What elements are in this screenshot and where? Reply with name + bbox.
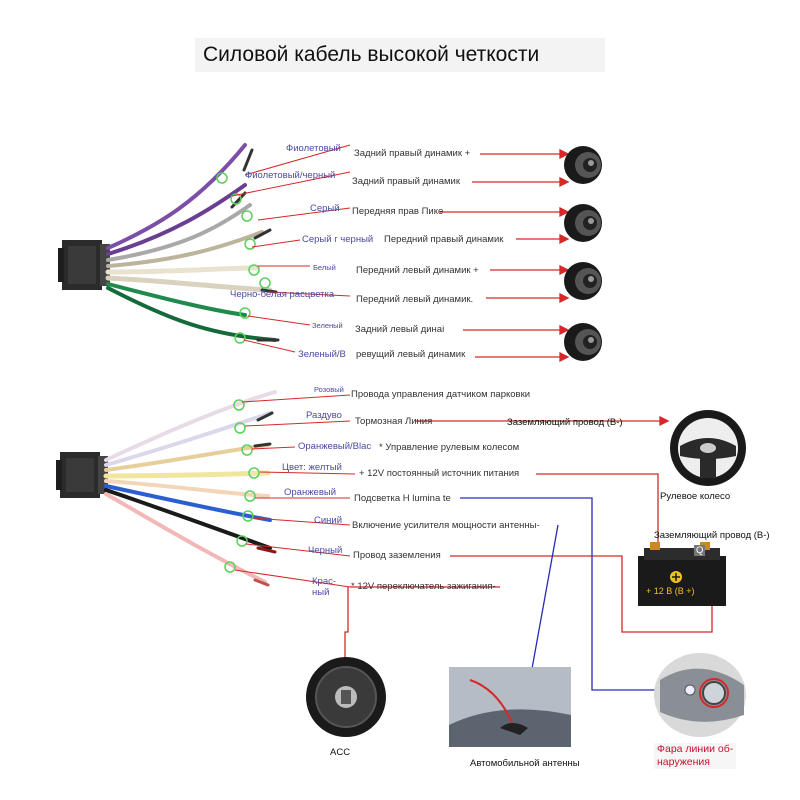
speaker-wire-rings (216, 172, 271, 344)
speaker-icon (564, 323, 602, 361)
power-wire-function-label: Подсветка H lumina te (354, 493, 451, 504)
power-wire-color-label: Раздуво (306, 410, 342, 421)
speaker-connector (58, 240, 110, 290)
power-wire-color-label: Черный (308, 545, 343, 556)
power-leader-lines (234, 394, 356, 588)
ground-wire-label: Заземляющий провод (В-) (507, 417, 623, 428)
speaker-wire-function-label: Задний правый динамик (352, 176, 460, 187)
speaker-wire-color-label: Серый (310, 203, 340, 214)
battery-icon (638, 542, 726, 606)
headlamp-image (654, 653, 746, 737)
antenna-caption: Автомобильной антенны (470, 758, 580, 769)
battery-plus-label: + 12 В (В +) (646, 586, 695, 596)
power-wire-color-label: Оранжевый (284, 487, 337, 498)
power-connector (56, 452, 108, 498)
power-wire-bundle (103, 390, 277, 587)
speaker-wire-color-label: Серый г черный (302, 234, 374, 245)
speaker-wire-color-label: Зеленый (312, 321, 343, 330)
speaker-leader-lines (231, 144, 351, 353)
speaker-wire-bundle (105, 143, 280, 342)
speaker-wire-function-label: Передняя прав Пике (352, 206, 444, 217)
speaker-arrows (440, 148, 570, 363)
power-wire-function-label: Включение усилителя мощности антенны- (352, 520, 540, 531)
car-antenna-image (449, 667, 571, 747)
power-wire-color-label: Оранжевый/Blac (298, 441, 372, 452)
speaker-wire-function-label: Передний левый динамик. (356, 294, 474, 305)
battery-q-label: Q (694, 545, 706, 556)
power-wire-function-label: Провода управления датчиком парковки (351, 389, 531, 400)
speaker-wire-function-label: Задний левый динаi (355, 324, 445, 335)
power-wire-color-label: Розовый (314, 385, 344, 394)
lamp-caption: Фара линии об- наружения (654, 743, 737, 769)
power-wire-function-label: * 12V переключатель зажигания- (351, 581, 496, 592)
speaker-icon (564, 146, 602, 184)
speaker-wire-function-label: Задний правый динамик + (354, 148, 471, 159)
power-wire-function-label: + 12V постоянный источник питания (359, 468, 520, 479)
acc-caption: ACC (330, 747, 351, 758)
power-wire-function-label: Провод заземления (353, 550, 441, 561)
power-wire-function-label: * Управление рулевым колесом (379, 442, 520, 453)
speaker-icon (564, 204, 602, 242)
power-wire-color-label: Крас- ный (312, 576, 337, 598)
steering-wheel-icon (670, 410, 746, 486)
speaker-wire-function-label: ревущий левый динамик (356, 349, 466, 360)
diagram-title: Силовой кабель высокой четкости (195, 38, 605, 72)
ignition-switch-icon (306, 657, 386, 737)
power-wire-color-label: Синий (314, 515, 343, 526)
speaker-icon (564, 262, 602, 300)
ground-wire-label: Заземляющий провод (В-) (654, 530, 770, 541)
speaker-wire-color-label: Черно-белая расцветка (230, 289, 335, 300)
speaker-wire-color-label: Фиолетовый (286, 143, 341, 154)
power-wire-function-label: Тормозная Линия (355, 416, 433, 427)
speaker-wire-function-label: Передний правый динамик (384, 234, 504, 245)
speaker-wire-function-label: Передний левый динамик + (356, 265, 479, 276)
power-wire-rings (224, 399, 260, 573)
speaker-wire-color-label: Зеленый/В (298, 349, 346, 360)
power-wire-color-label: Цвет: желтый (282, 462, 342, 473)
speaker-wire-color-label: Фиолетовый/черный (245, 170, 336, 181)
speaker-wire-color-label: Белый (313, 263, 336, 272)
steering-wheel-caption: Рулевое колесо (660, 491, 731, 502)
